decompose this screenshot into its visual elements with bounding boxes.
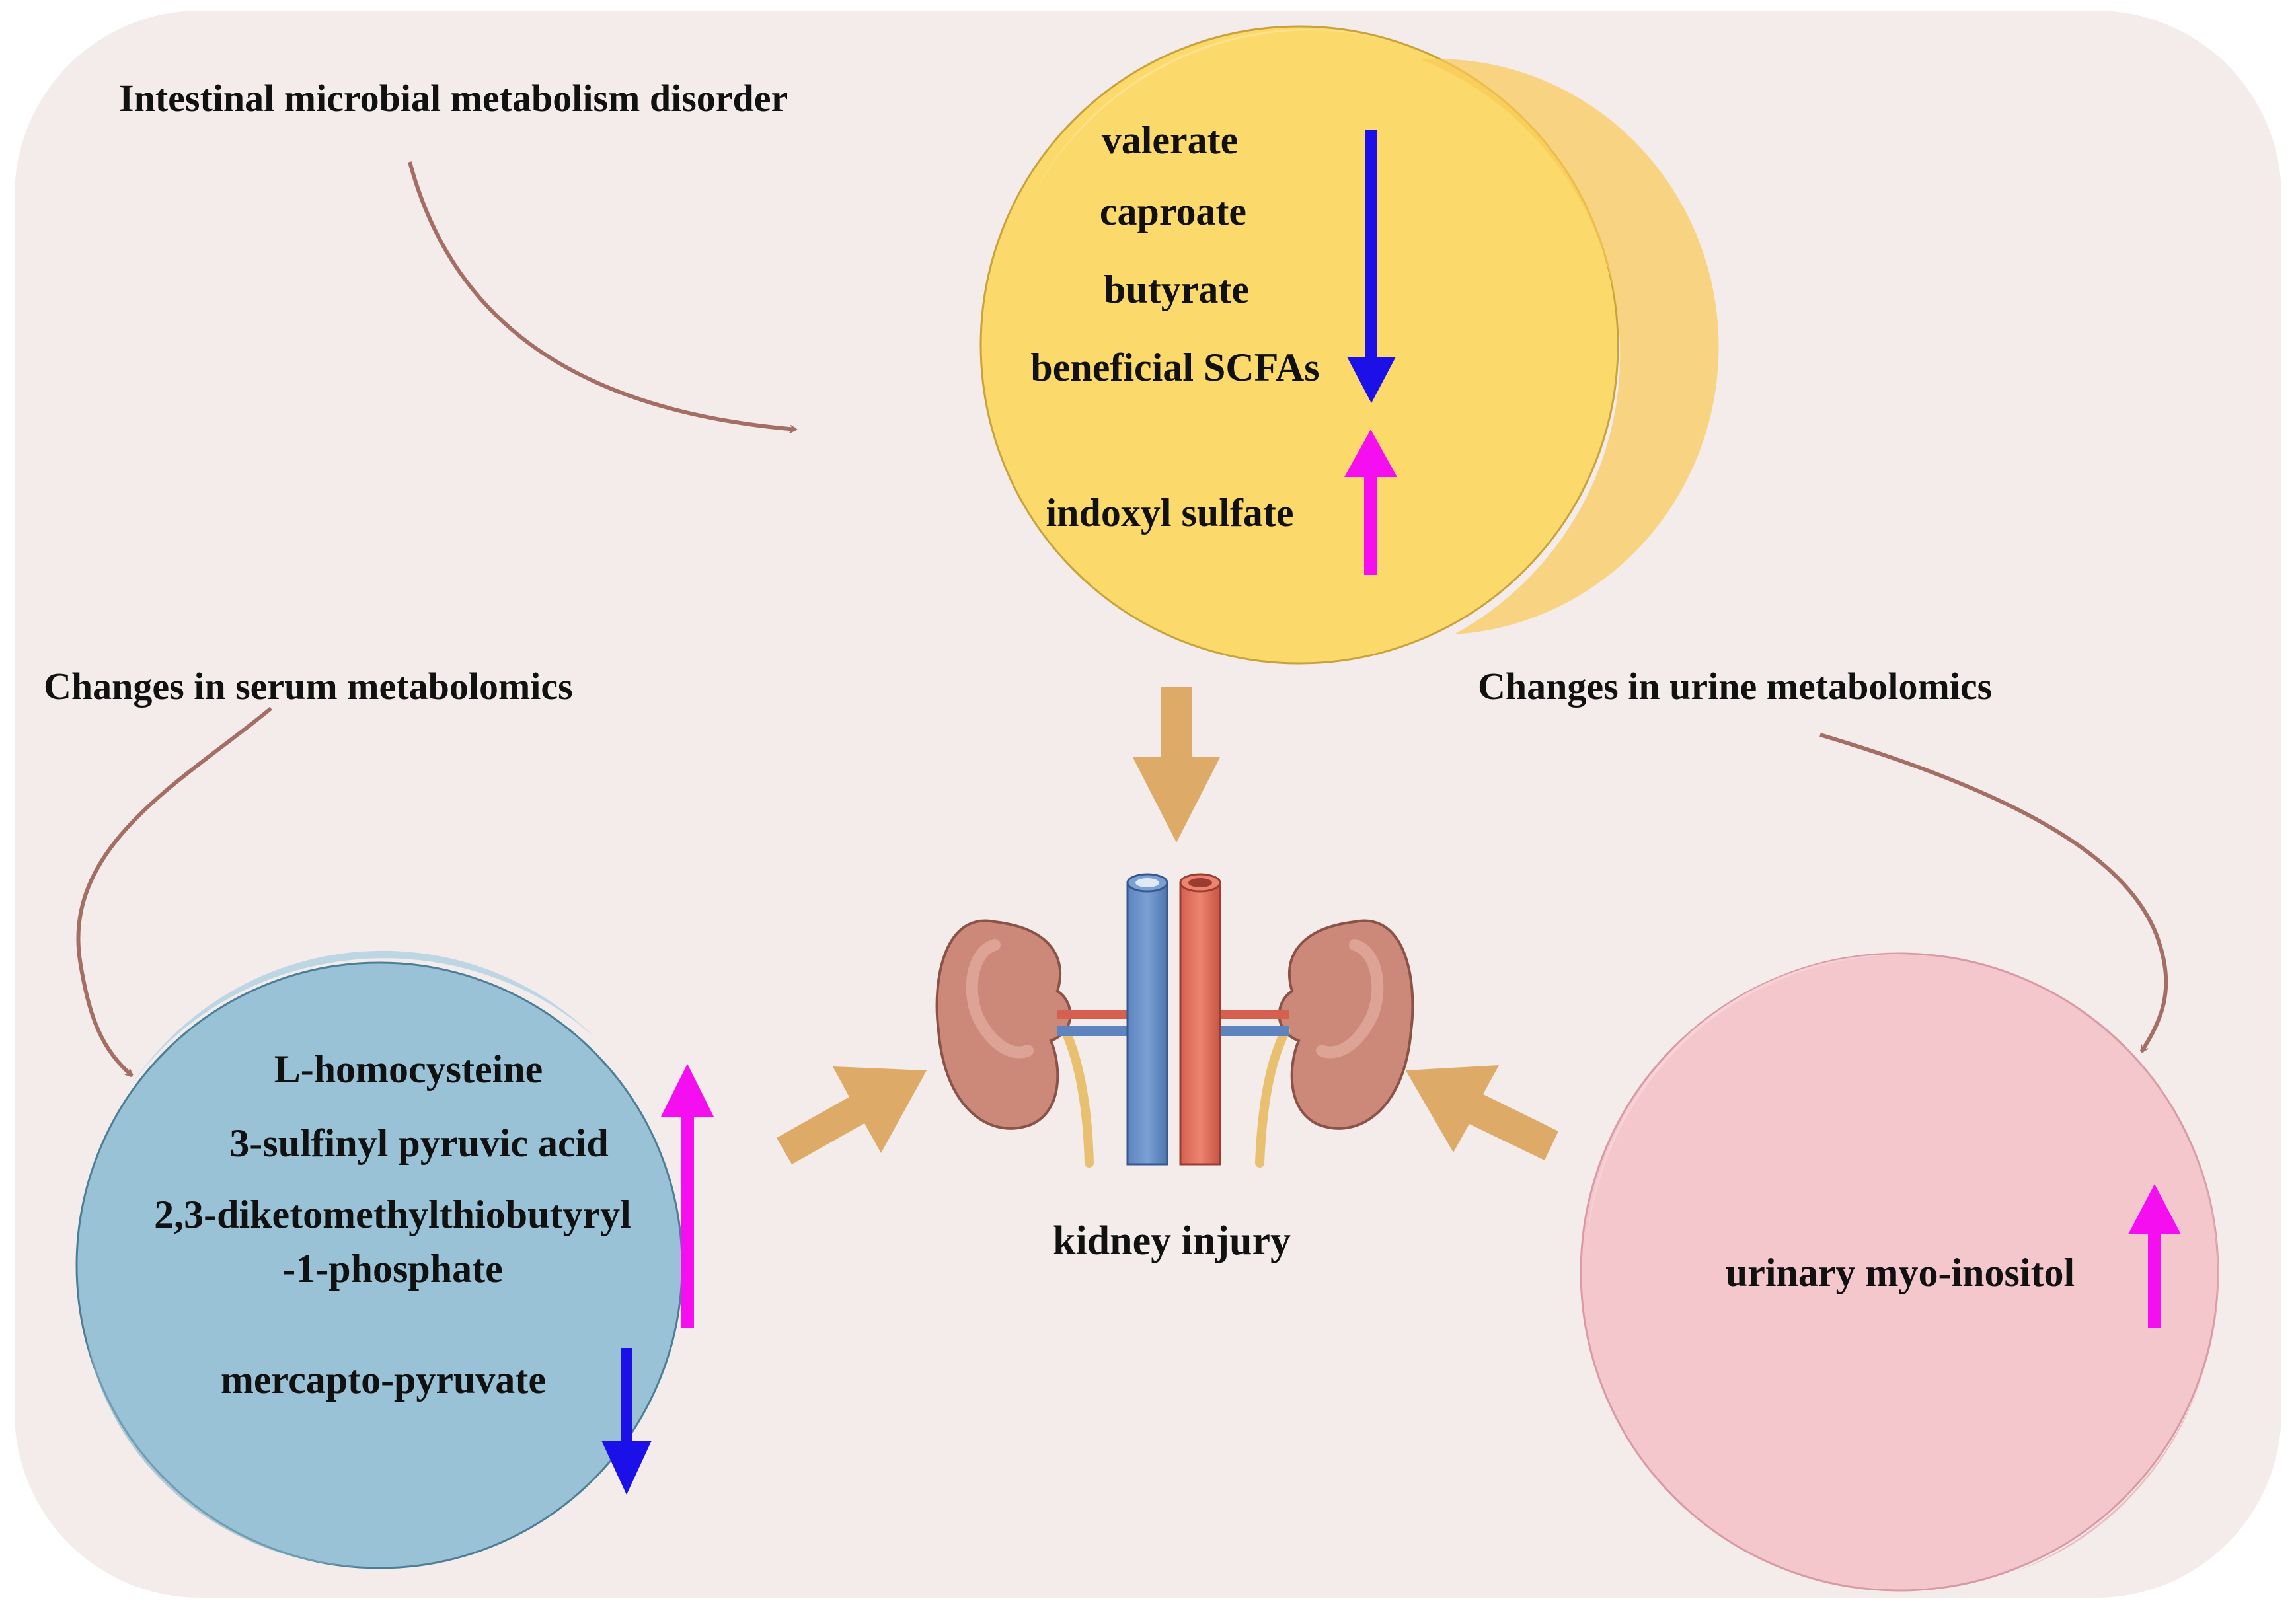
gut-item-butyrate: butyrate: [1104, 268, 1249, 311]
serum-to-kidney-arrow: [777, 1066, 927, 1164]
gut-item-caproate: caproate: [1100, 190, 1246, 233]
gut-to-kidney-arrow: [1133, 687, 1220, 842]
gut-item-beneficial-scfas: beneficial SCFAs: [1030, 346, 1319, 389]
gut-decrease-arrow: [1347, 130, 1396, 403]
serum-increase-arrow: [661, 1064, 714, 1328]
urine-heading: Changes in urine metabolomics: [1478, 665, 1992, 708]
gut-metabolite-bubble: [979, 25, 1719, 665]
serum-item-mercapto-pyruvate: mercapto-pyruvate: [221, 1358, 546, 1402]
urine-to-kidney-arrow: [1406, 1065, 1558, 1160]
gut-item-indoxyl-sulfate: indoxyl sulfate: [1046, 491, 1293, 535]
gut-connector-arrow: [408, 161, 796, 430]
urine-item-myo-inositol: urinary myo-inositol: [1726, 1251, 2075, 1294]
urine-increase-arrow: [2128, 1184, 2181, 1328]
serum-metabolite-bubble: [75, 950, 683, 1569]
gut-heading: Intestinal microbial metabolism disorder: [119, 77, 788, 120]
serum-connector-arrow: [76, 706, 272, 1078]
serum-heading: Changes in serum metabolomics: [44, 665, 573, 708]
gut-increase-arrow: [1344, 430, 1397, 575]
serum-decrease-arrow: [601, 1348, 652, 1495]
serum-item-phosphate: -1-phosphate: [282, 1247, 502, 1291]
kidney-injury-label: kidney injury: [1053, 1218, 1291, 1263]
gut-item-valerate: valerate: [1102, 118, 1239, 162]
serum-item-l-homocysteine: L-homocysteine: [274, 1047, 543, 1091]
urine-metabolite-bubble: [1580, 952, 2219, 1592]
serum-item-diketomethylthiobutyryl: 2,3-diketomethylthiobutyryl: [154, 1193, 631, 1236]
kidney-illustration: [935, 873, 1414, 1168]
urine-connector-arrow: [1819, 733, 2168, 1052]
serum-item-sulfinyl-pyruvic-acid: 3-sulfinyl pyruvic acid: [229, 1121, 608, 1165]
